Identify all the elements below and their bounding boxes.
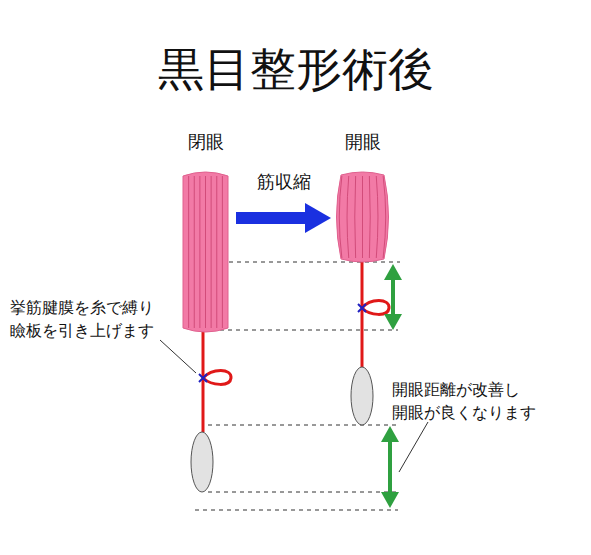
- leader-line: [399, 422, 428, 472]
- muscle-body: [183, 172, 228, 332]
- aponeurosis-line: [361, 262, 364, 367]
- muscle-fiber: [362, 176, 363, 258]
- muscle-fiber: [222, 176, 223, 328]
- callout-text: 開眼距離が改善し 開眼が良くなります: [392, 378, 552, 424]
- arrow-shaft: [236, 212, 307, 224]
- muscle-fiber: [369, 176, 371, 258]
- muscle-fiber: [347, 176, 349, 258]
- edge-label: 筋収縮: [224, 170, 344, 194]
- muscle-fiber: [216, 176, 217, 328]
- muscle-box: 閉眼: [183, 172, 228, 332]
- dashed-line: [208, 425, 398, 426]
- contraction-arrow: [236, 203, 331, 233]
- muscle-fiber: [194, 176, 195, 328]
- aponeurosis-line: [202, 332, 205, 432]
- state-heading: 閉眼: [188, 130, 224, 154]
- muscle-box: 開眼: [335, 172, 390, 262]
- suture-loop: [203, 371, 231, 385]
- muscle-shape: [335, 172, 390, 262]
- tarsal-plate: [191, 432, 213, 492]
- tarsal-plate: [351, 367, 373, 425]
- leader-line: [160, 340, 196, 373]
- state-heading: 開眼: [345, 130, 381, 154]
- title: 黒目整形術後: [0, 44, 591, 95]
- muscle-fiber: [205, 176, 206, 328]
- muscle-fiber: [188, 176, 189, 328]
- muscle-shape: [183, 172, 228, 332]
- muscle-fiber: [354, 176, 356, 258]
- suture-loop: [362, 301, 389, 315]
- distance-arrow: [384, 264, 402, 330]
- dashed-line: [212, 330, 398, 331]
- suture-mark: [358, 304, 366, 312]
- muscle-fiber: [339, 176, 342, 258]
- muscle-fiber: [199, 176, 200, 328]
- dashed-line: [195, 510, 398, 511]
- muscle-fiber: [211, 176, 212, 328]
- suture-mark: [199, 374, 207, 382]
- callout-text: 挙筋腱膜を糸で縛り 瞼板を引き上げます: [10, 296, 170, 342]
- dashed-line: [208, 492, 398, 493]
- arrow-head: [305, 203, 331, 233]
- muscle-fiber: [383, 176, 386, 258]
- muscle-fiber: [376, 176, 378, 258]
- distance-arrow: [381, 426, 399, 508]
- muscle-body: [337, 172, 389, 262]
